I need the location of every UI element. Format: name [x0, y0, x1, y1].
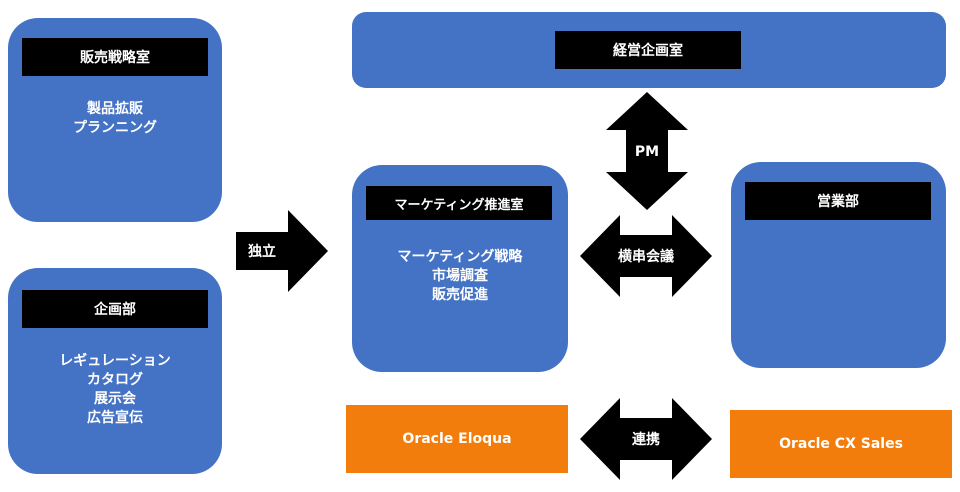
horizontal-meeting-arrow-text: 横串会議 [618, 249, 674, 265]
independent-arrow-text: 独立 [248, 244, 276, 260]
integration-arrow-text: 連携 [632, 432, 660, 448]
planning-description: レギュレーション カタログ 展示会 広告宣伝 [8, 352, 222, 428]
marketing-description: マーケティング戦略 市場調査 販売促進 [352, 248, 568, 305]
corporate-planning-label: 経営企画室 [555, 31, 741, 69]
horizontal-double-arrow-icon [580, 215, 712, 297]
oracle-eloqua-box: Oracle Eloqua [346, 405, 568, 473]
description-line: プランニング [73, 120, 157, 136]
vertical-double-arrow-icon [606, 92, 688, 210]
description-line: 製品拡販 [87, 101, 143, 117]
sales-department-label: 営業部 [745, 182, 931, 220]
description-line: 市場調査 [432, 268, 488, 284]
integration-double-arrow-icon [580, 398, 712, 480]
sales-strategy-description: 製品拡販 プランニング [8, 100, 222, 138]
description-line: カタログ [87, 372, 143, 388]
description-line: 販売促進 [432, 287, 488, 303]
description-line: マーケティング戦略 [397, 249, 523, 265]
description-line: 広告宣伝 [87, 410, 143, 426]
description-line: 展示会 [94, 391, 136, 407]
right-arrow-icon [236, 210, 328, 292]
oracle-cx-sales-box: Oracle CX Sales [730, 410, 952, 478]
planning-label: 企画部 [22, 290, 208, 328]
sales-strategy-label: 販売戦略室 [22, 38, 208, 76]
description-line: レギュレーション [59, 353, 171, 369]
marketing-label: マーケティング推進室 [366, 186, 552, 220]
pm-arrow-text: PM [634, 144, 660, 160]
